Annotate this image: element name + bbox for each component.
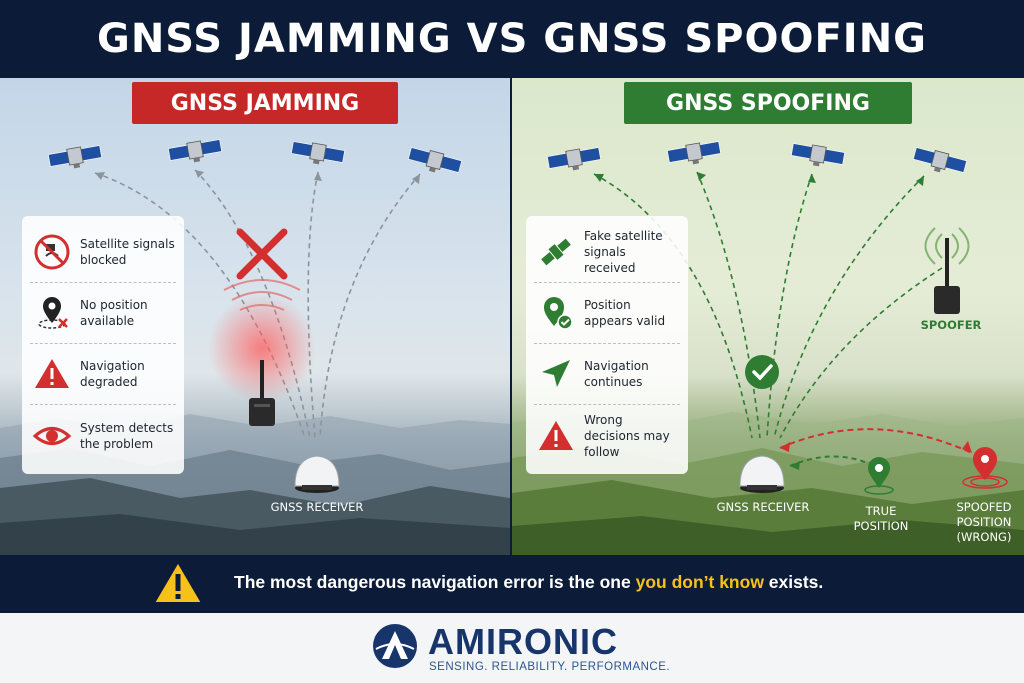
true-position-label: TRUE POSITION [853,504,909,533]
no-location-icon [30,293,74,333]
satellite-icon [911,145,968,179]
satellite-icon [289,139,346,169]
eye-icon [30,416,74,456]
footer-message: The most dangerous navigation error is t… [234,572,824,592]
amironic-logo-icon [373,624,417,668]
brand-name: AMIRONIC [428,621,618,662]
satellite-icon [546,145,603,175]
jamming-info-card: Satellite signals blocked No position av… [22,216,184,474]
spoofer-device [924,227,970,314]
panel-divider [510,78,512,555]
spoofed-position-label: SPOOFED POSITION (WRONG) [956,500,1012,544]
list-item: Navigation degraded [30,344,176,405]
spoofer-label: SPOOFER [920,318,982,332]
list-item: Wrong decisions may follow [534,405,680,466]
satellite-icon [167,137,224,167]
check-badge-icon [745,355,779,389]
spoofing-panel: GNSS SPOOFING [512,78,1024,555]
satellite-icon [406,145,463,179]
jammer-device [249,360,275,426]
jamming-panel: GNSS JAMMING [0,78,510,555]
gnss-receiver [739,455,785,493]
page-title: GNSS JAMMING VS GNSS SPOOFING [96,16,927,62]
jamming-diagram [47,137,463,493]
spoofing-info-card: Fake satellite signals received Position… [526,216,688,474]
satellite-icon [534,232,578,272]
spoofing-title: GNSS SPOOFING [624,82,912,124]
spoofing-diagram [546,139,1008,495]
footer-message-band: The most dangerous navigation error is t… [0,555,1024,613]
footer-highlight: you don’t know [635,572,764,592]
mountain-landscape [0,414,510,555]
warning-icon [30,354,74,394]
satellite-icon [789,141,846,171]
brand-tagline: SENSING. RELIABILITY. PERFORMANCE. [429,661,671,673]
satellite-icon [47,143,104,173]
jamming-receiver-label: GNSS RECEIVER [270,500,364,514]
list-item: Fake satellite signals received [534,222,680,283]
list-item: No position available [30,283,176,344]
satellite-icon [666,139,723,169]
spoofed-position-pin-icon [962,447,1008,489]
list-item: System detects the problem [30,405,176,466]
warning-icon [534,416,578,456]
valid-location-icon [534,293,578,333]
spoofing-receiver-label: GNSS RECEIVER [716,500,810,514]
blocked-x-icon [236,228,288,280]
brand-bar: AMIRONIC SENSING. RELIABILITY. PERFORMAN… [0,613,1024,683]
gnss-receiver [294,455,340,493]
warning-icon [152,560,204,604]
navigation-arrow-icon [534,354,578,394]
blocked-satellite-icon [30,232,74,272]
list-item: Satellite signals blocked [30,222,176,283]
true-position-pin-icon [864,457,894,495]
jamming-title: GNSS JAMMING [132,82,398,124]
header: GNSS JAMMING VS GNSS SPOOFING [0,0,1024,78]
list-item: Position appears valid [534,283,680,344]
list-item: Navigation continues [534,344,680,405]
